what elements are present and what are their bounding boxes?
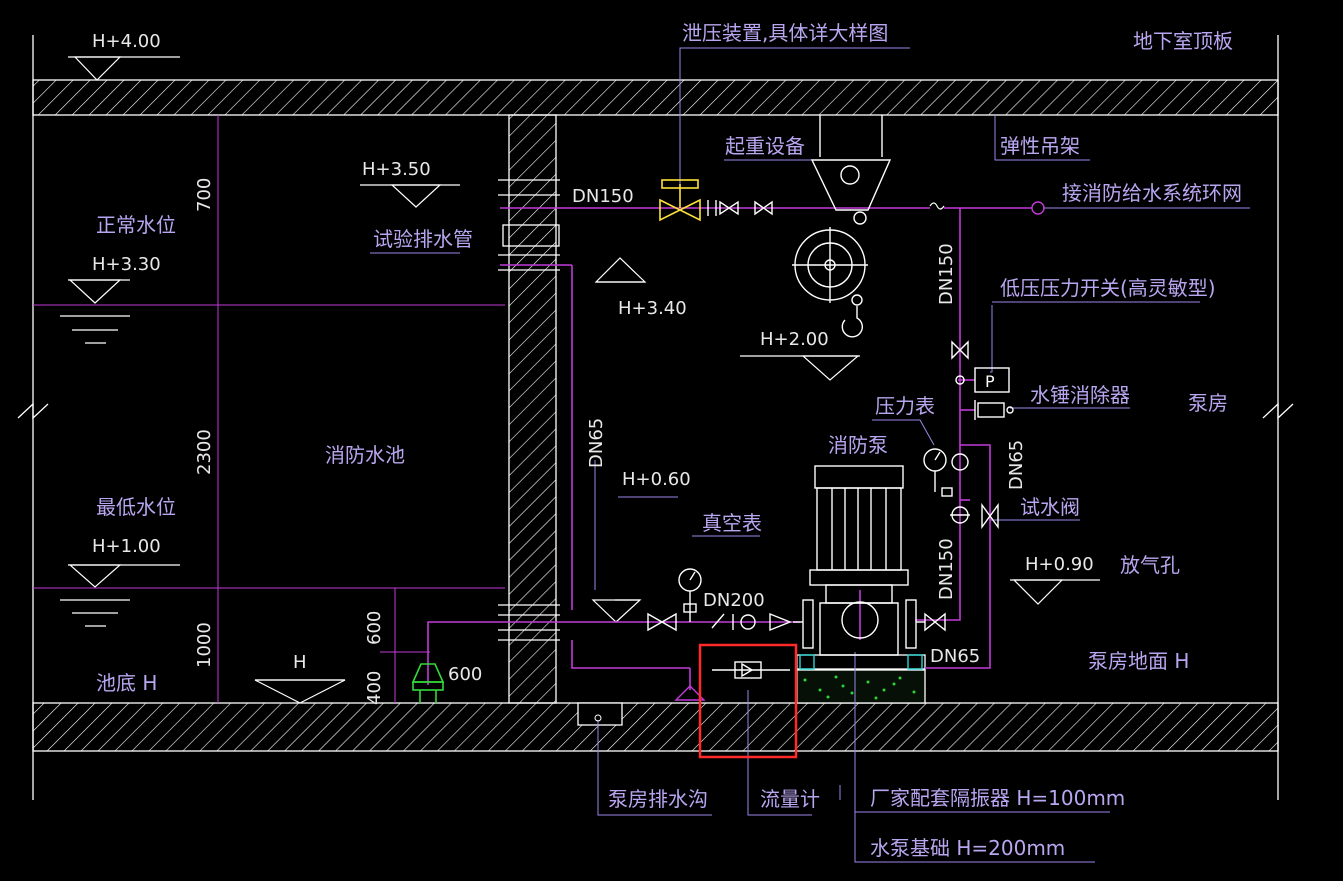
dim-600b: 600 — [448, 664, 482, 685]
elevation-060: H+0.60 — [622, 469, 691, 490]
suction-valves-icon — [647, 612, 946, 632]
drain-trench — [577, 702, 623, 726]
elevation-350: H+3.50 — [362, 159, 431, 180]
vacuum-gauge-label: 真空表 — [702, 511, 762, 535]
vacuum-gauge-icon — [678, 568, 702, 622]
dim-700: 700 — [194, 178, 215, 212]
vibration-isolators — [799, 654, 923, 670]
elevation-340: H+3.40 — [618, 298, 687, 319]
flowmeter-icon — [712, 661, 790, 679]
structure — [17, 35, 1294, 800]
relief-valve-icon — [659, 179, 701, 222]
dn65-right-label: DN65 — [1006, 440, 1027, 490]
pump-room-label: 泵房 — [1188, 391, 1228, 415]
water-hammer-arrestor-icon — [974, 400, 1014, 420]
fire-pump-label: 消防泵 — [828, 433, 888, 457]
dimension-lines — [33, 115, 505, 703]
floor-slab — [32, 702, 1279, 752]
pressure-switch-icon — [951, 340, 1010, 393]
wall-sleeves — [498, 179, 560, 641]
elevation-h-pool: H — [293, 652, 307, 673]
drain-trench-label: 泵房排水沟 — [608, 787, 708, 811]
drain-funnel-icon — [674, 685, 706, 701]
check-valves-icon — [707, 200, 773, 216]
flowmeter-highlight-box — [698, 643, 798, 759]
pool-bottom-label: 池底 H — [96, 671, 157, 695]
elevation-100: H+1.00 — [92, 536, 161, 557]
dim-400: 400 — [364, 671, 385, 705]
elevation-200: H+2.00 — [760, 329, 829, 350]
elevation-markers — [60, 56, 1100, 704]
elastic-hanger-label: 弹性吊架 — [1000, 134, 1080, 158]
elevation-400: H+4.00 — [92, 31, 161, 52]
dn150-top-label: DN150 — [572, 186, 634, 207]
pressure-switch-label: P — [985, 372, 995, 391]
foot-valve-icon — [411, 663, 445, 703]
pressure-gauge-icon — [923, 448, 970, 524]
normal-water-level-label: 正常水位 — [96, 213, 176, 237]
elevation-330: H+3.30 — [92, 254, 161, 275]
relief-device-label: 泄压装置,具体详大样图 — [682, 21, 888, 45]
text-labels: H+4.00 泄压装置,具体详大样图 地下室顶板 起重设备 弹性吊架 H+3.5… — [92, 21, 1242, 860]
ring-main-label: 接消防给水系统环网 — [1062, 181, 1242, 205]
elevation-090: H+0.90 — [1025, 554, 1094, 575]
fire-pump-icon — [793, 465, 925, 656]
test-drain-label: 试验排水管 — [373, 227, 473, 251]
isolator-label: 厂家配套隔振器 H=100mm — [870, 786, 1125, 810]
dim-2300: 2300 — [194, 429, 215, 475]
roof-slab-label: 地下室顶板 — [1133, 29, 1233, 53]
lowest-water-level-label: 最低水位 — [96, 495, 176, 519]
low-pressure-switch-label: 低压压力开关(高灵敏型) — [1000, 276, 1216, 300]
foundation-aggregate — [803, 675, 916, 700]
vent-label: 放气孔 — [1120, 553, 1180, 577]
dim-1000: 1000 — [194, 622, 215, 668]
dn150-vertical-2-label: DN150 — [936, 538, 957, 600]
dim-600: 600 — [364, 611, 385, 645]
dn65-bottom-label: DN65 — [930, 646, 980, 667]
leader-lines — [370, 47, 1250, 863]
pressure-gauge-label: 压力表 — [875, 394, 935, 418]
pump-room-floor-label: 泵房地面 H — [1088, 649, 1189, 673]
test-valve-label: 试水阀 — [1020, 495, 1080, 519]
water-hammer-label: 水锤消除器 — [1030, 383, 1130, 407]
test-valve-icon — [981, 502, 999, 530]
dn200-label: DN200 — [703, 590, 765, 611]
pump-foundation — [796, 669, 926, 704]
lifting-equipment-label: 起重设备 — [725, 134, 805, 158]
foundation-label: 水泵基础 H=200mm — [870, 836, 1065, 860]
dn65-vertical-label: DN65 — [586, 418, 607, 468]
dn150-vertical-label: DN150 — [936, 243, 957, 305]
flowmeter-label: 流量计 — [760, 787, 820, 811]
fire-pool-label: 消防水池 — [325, 443, 405, 467]
crane-hoist-icon — [792, 115, 892, 338]
roof-slab — [32, 79, 1279, 116]
ring-main-connection-icon — [1031, 201, 1045, 215]
